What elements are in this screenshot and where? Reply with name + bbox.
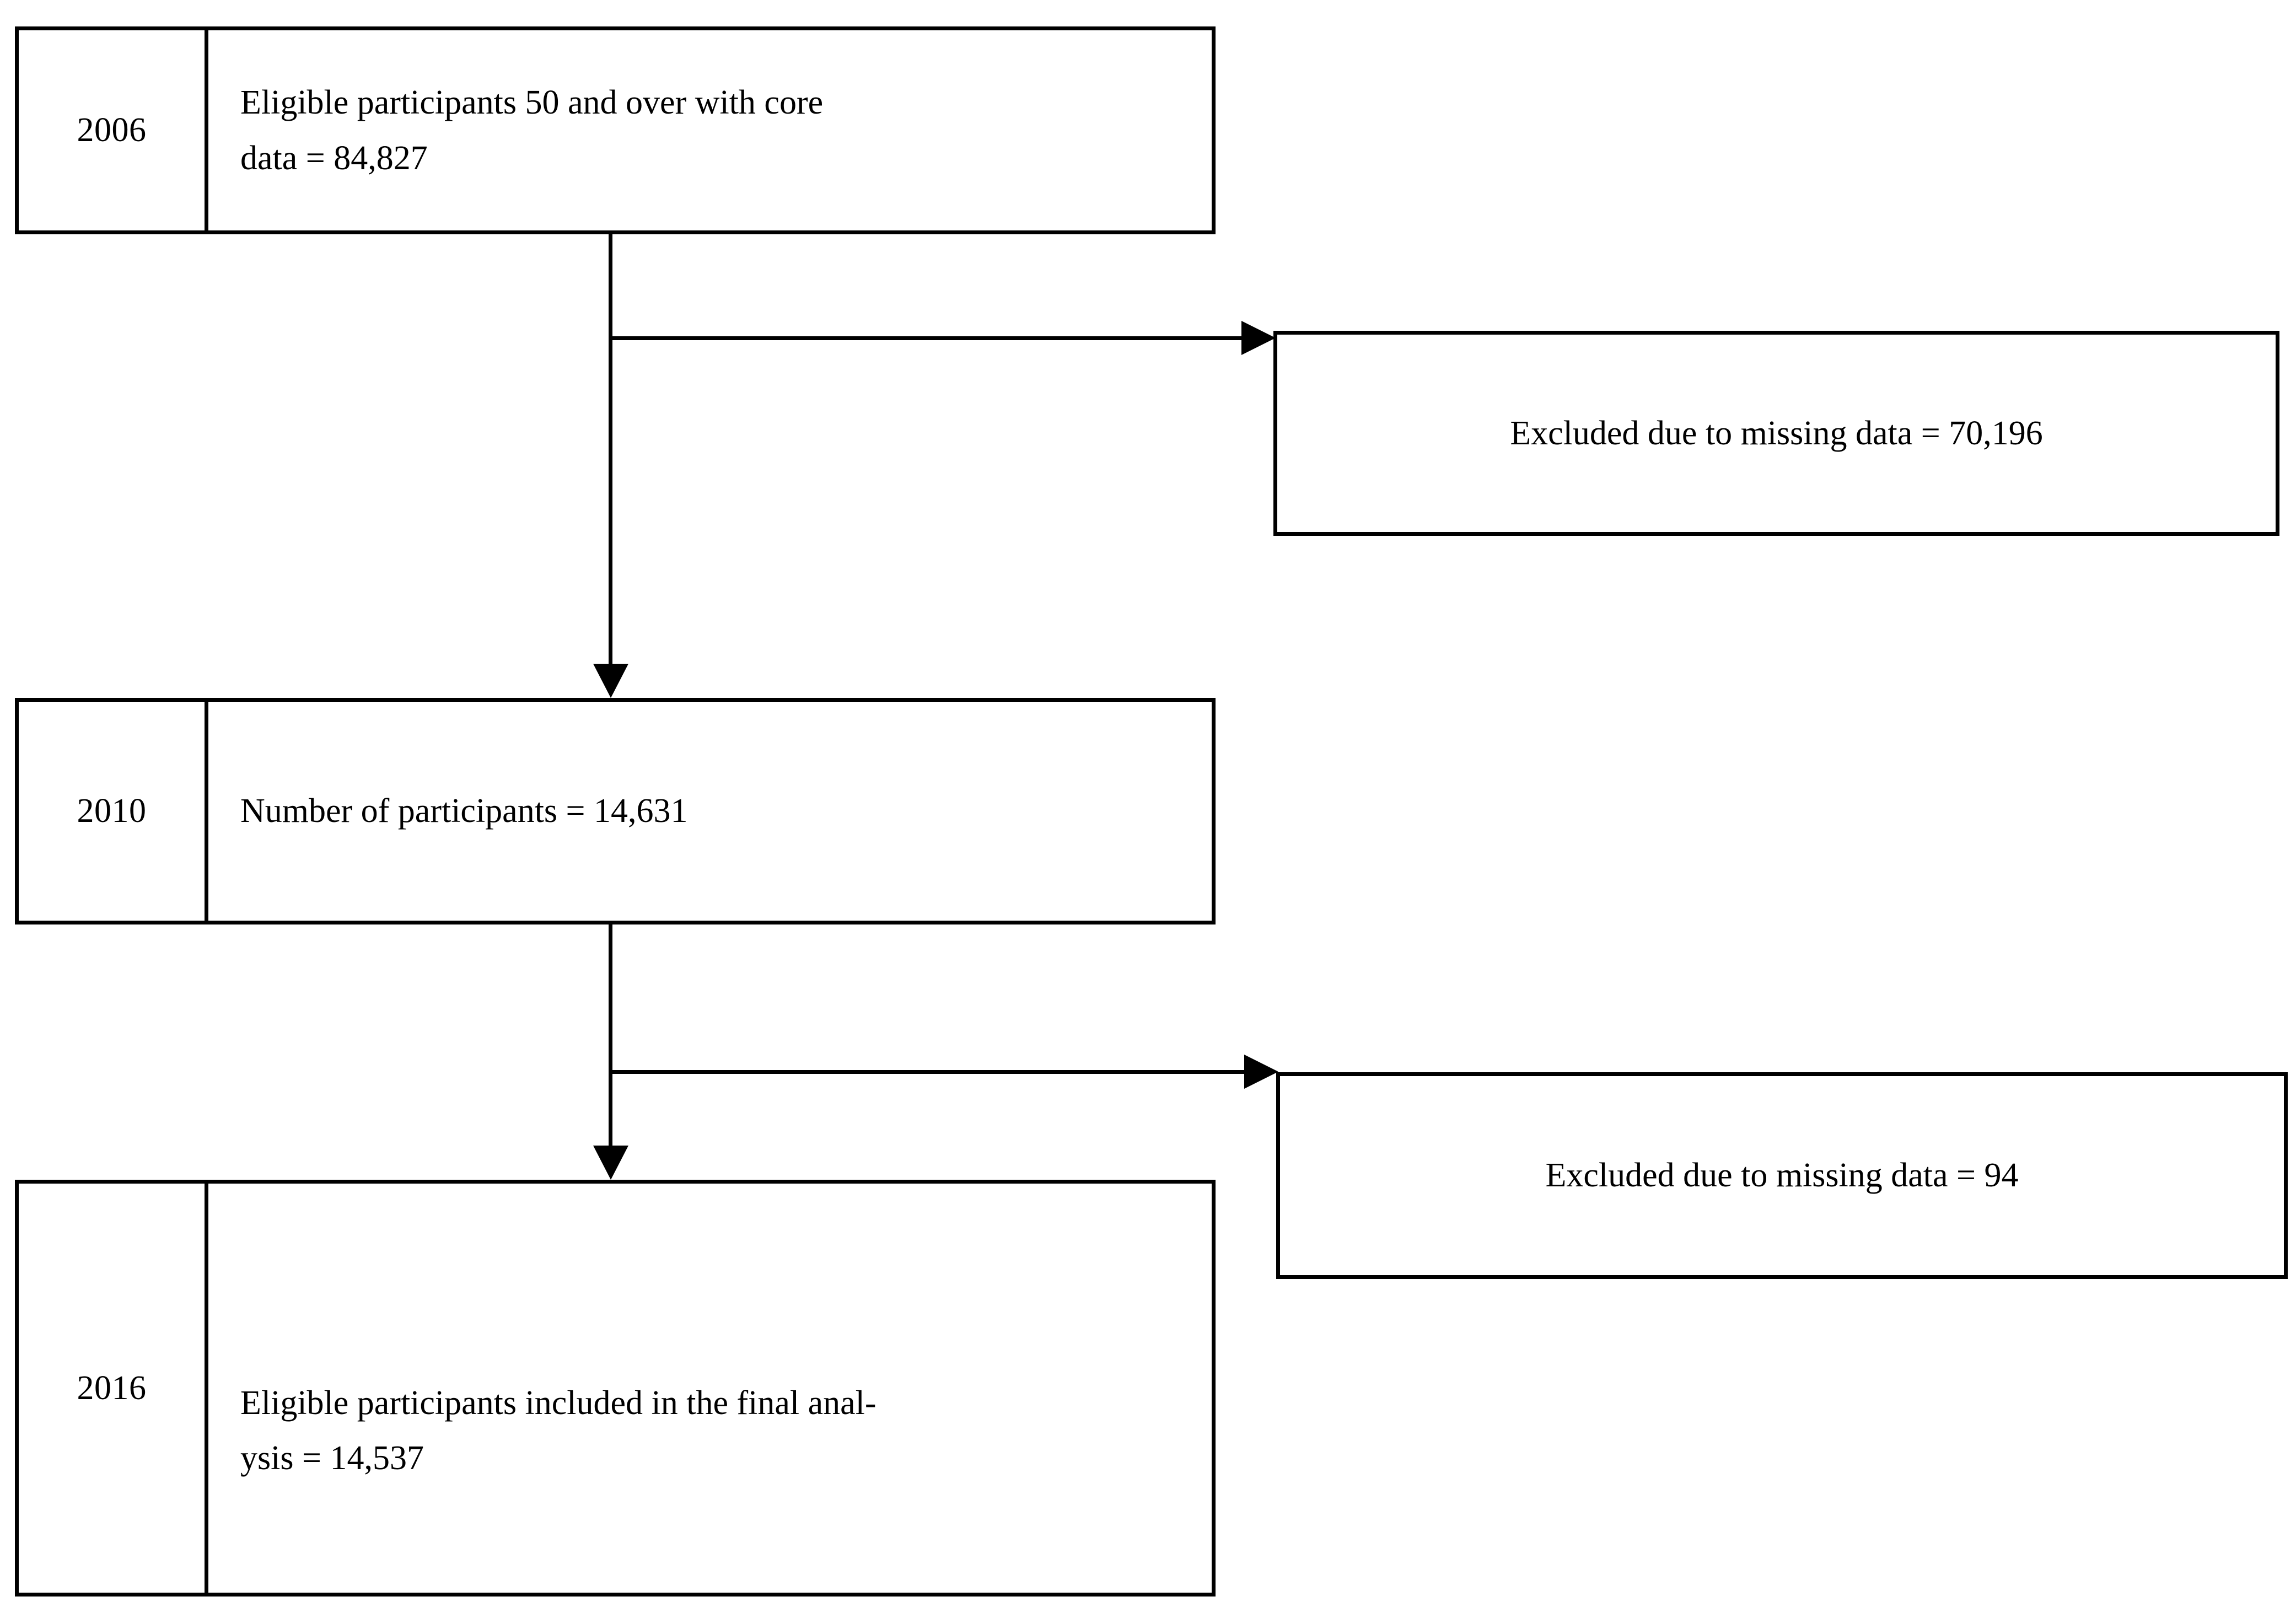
year-cell-2006: 2006 (19, 30, 208, 230)
arrowhead-down-into-2010 (593, 664, 628, 698)
connector-horizontal-to-exclusion-2 (609, 1070, 1248, 1074)
exclusion-text-1: Excluded due to missing data = 70,196 (1510, 414, 2043, 452)
connector-vertical-2010-to-2016 (609, 924, 612, 1174)
stage-text-2016-line2: ysis = 14,537 (240, 1439, 424, 1477)
stage-body-2010: Number of participants = 14,631 (208, 702, 1212, 921)
stage-text-2006-line1: Eligible participants 50 and over with c… (240, 84, 824, 122)
exclusion-box-1: Excluded due to missing data = 70,196 (1273, 331, 2279, 536)
year-label-2006: 2006 (77, 111, 147, 149)
exclusion-body-2: Excluded due to missing data = 94 (1280, 1076, 2284, 1275)
stage-box-2010: 2010 Number of participants = 14,631 (15, 698, 1216, 924)
arrowhead-down-into-2016 (593, 1146, 628, 1180)
year-label-2010: 2010 (77, 792, 147, 830)
exclusion-body-1: Excluded due to missing data = 70,196 (1277, 335, 2276, 532)
exclusion-box-2: Excluded due to missing data = 94 (1276, 1072, 2288, 1279)
arrowhead-right-into-exclusion-2 (1244, 1055, 1278, 1089)
year-label-2016: 2016 (77, 1369, 147, 1407)
year-cell-2016: 2016 (19, 1184, 208, 1593)
stage-text-2006: Eligible participants 50 and over with c… (240, 75, 1191, 186)
arrowhead-right-into-exclusion-1 (1241, 321, 1276, 355)
stage-text-2016-line1: Eligible participants included in the fi… (240, 1384, 877, 1422)
stage-text-2010: Number of participants = 14,631 (240, 792, 688, 830)
stage-box-2016: 2016 Eligible participants included in t… (15, 1180, 1216, 1597)
stage-body-2016: Eligible participants included in the fi… (208, 1184, 1212, 1593)
stage-text-2016: Eligible participants included in the fi… (240, 1375, 1191, 1486)
exclusion-text-2: Excluded due to missing data = 94 (1545, 1157, 2019, 1195)
year-cell-2010: 2010 (19, 702, 208, 921)
stage-text-2006-line2: data = 84,827 (240, 139, 428, 177)
stage-body-2006: Eligible participants 50 and over with c… (208, 30, 1212, 230)
connector-horizontal-to-exclusion-1 (609, 336, 1245, 340)
stage-box-2006: 2006 Eligible participants 50 and over w… (15, 26, 1216, 234)
connector-vertical-2006-to-2010 (609, 234, 612, 692)
